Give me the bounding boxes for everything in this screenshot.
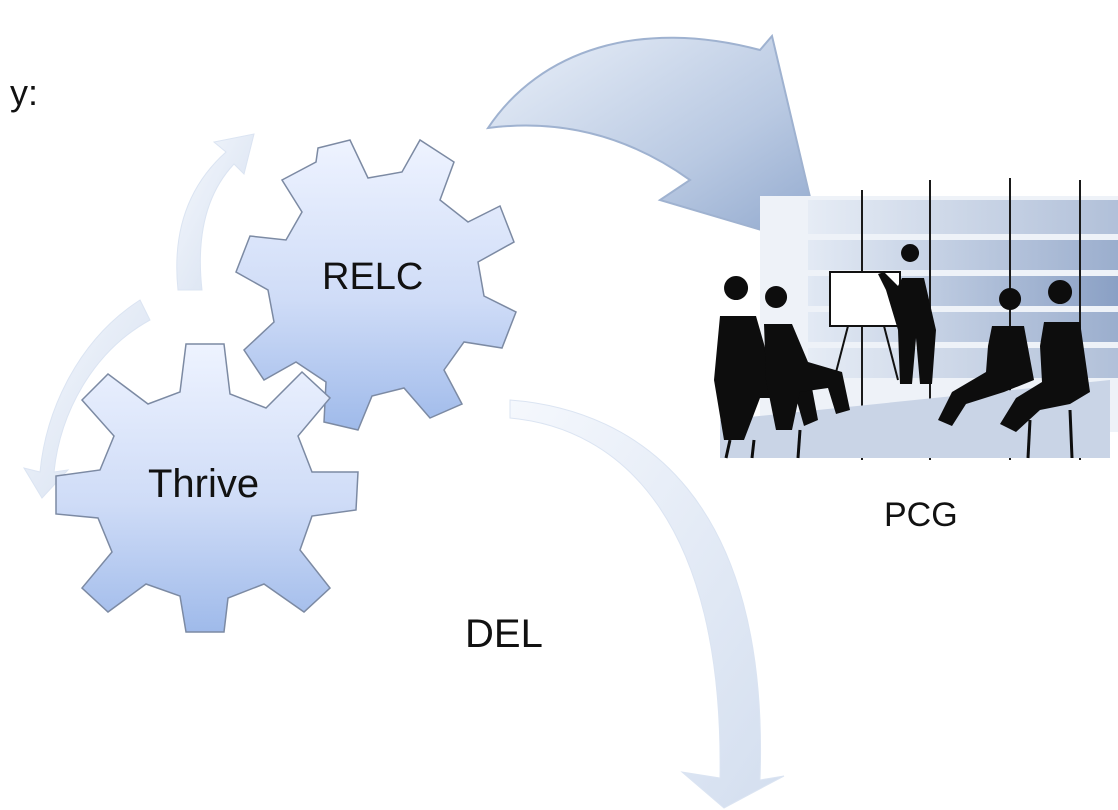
gear-thrive-label: Thrive <box>148 462 260 506</box>
curved-arrow-down-icon <box>22 299 151 499</box>
outcome-label: DEL <box>465 612 543 656</box>
gear-relc-label: RELC <box>322 256 424 298</box>
gear-thrive-icon <box>55 343 359 633</box>
meeting-label: PCG <box>884 496 958 534</box>
cut-off-title-text: y: <box>10 72 39 113</box>
curved-arrow-to-meeting-icon <box>485 33 824 250</box>
gear-relc-icon <box>235 138 517 431</box>
meeting-illustration <box>714 178 1118 460</box>
curved-arrow-large-down-icon <box>509 399 785 809</box>
curved-arrow-up-icon <box>176 133 255 291</box>
